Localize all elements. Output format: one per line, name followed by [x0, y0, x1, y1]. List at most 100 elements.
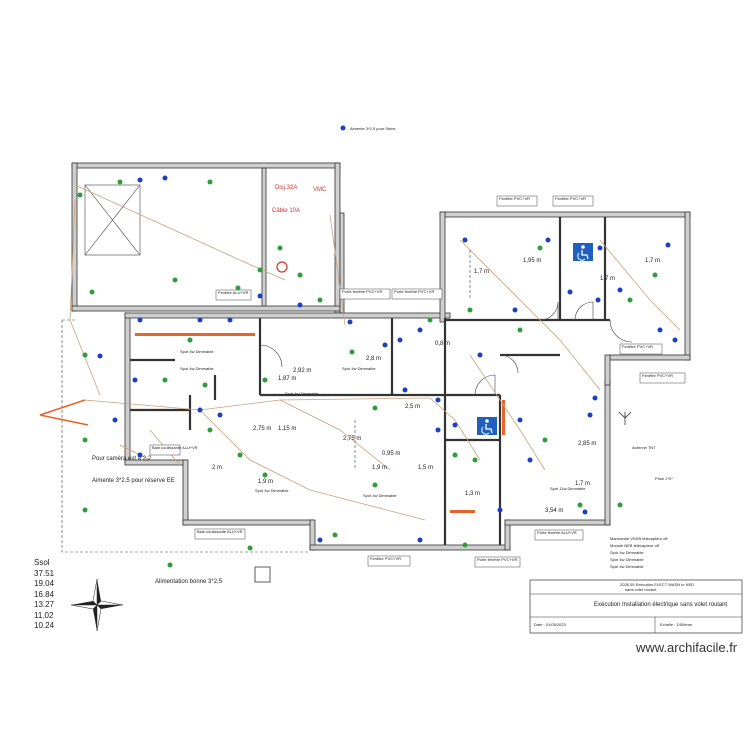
- breaker-symbol-icon: [276, 261, 288, 273]
- wire-11: [119, 444, 151, 461]
- title-line1: 2026 05 Exécution ELECT WASN to NSD: [620, 582, 694, 587]
- wire-12: [429, 397, 481, 461]
- aimente-ee-label: Aimente 3*2.5 pour réserve EE: [92, 478, 175, 484]
- svg-text:Fenêtre PVC+VR: Fenêtre PVC+VR: [642, 373, 673, 378]
- top-note: Aimente 3*2.5 pour Seine: [350, 126, 396, 131]
- wall-right-corner: [604, 354, 611, 386]
- wire-8: [469, 354, 546, 471]
- svg-text:Spot 4w Dimmable: Spot 4w Dimmable: [342, 366, 376, 371]
- svg-text:0,95 m: 0,95 m: [382, 451, 400, 457]
- wall-upper-right: [334, 162, 341, 314]
- svg-text:Fenêtre PVC+VR: Fenêtre PVC+VR: [370, 556, 401, 561]
- title-footer-right: Echelle : 1/50ème: [660, 622, 693, 627]
- level-table: Ssol 37.51 19.04 16.84 13.27 11.02 10.24: [34, 558, 54, 632]
- wall-living-left: [124, 312, 131, 464]
- svg-text:Porte fenêtre PVC+VR: Porte fenêtre PVC+VR: [477, 557, 517, 562]
- wall-top-left: [71, 162, 341, 169]
- svg-text:1,87 m: 1,87 m: [278, 376, 296, 382]
- watermark: www.archifacile.fr: [636, 640, 738, 655]
- door-arc-6: [499, 354, 519, 374]
- title-footer-left: Date : 01/05/2023: [534, 622, 567, 627]
- wall-living-top: [124, 312, 451, 319]
- level-value: 10.24: [34, 621, 55, 630]
- svg-text:2,75 m: 2,75 m: [253, 426, 271, 432]
- wall-right-left: [439, 211, 446, 323]
- svg-text:1,7 m: 1,7 m: [575, 481, 590, 487]
- wire-10: [329, 214, 346, 326]
- wire-9: [599, 239, 681, 331]
- door-arc-5: [259, 344, 283, 368]
- wall-bottom-left: [182, 519, 314, 526]
- spot-labels: Spot 4w Dimmable Spot 4w Dimmable Spot 4…: [180, 349, 586, 498]
- legend: Marmande VDKB télécapteur off Module NEB…: [610, 536, 668, 569]
- vmc-label: VMC: [313, 187, 327, 193]
- svg-text:1,7 m: 1,7 m: [474, 269, 489, 275]
- accent-strip-1: [135, 333, 255, 336]
- svg-text:1,7 m: 1,7 m: [645, 258, 660, 264]
- accent-strip-2: [450, 510, 475, 513]
- svg-text:2,8 m: 2,8 m: [366, 356, 381, 362]
- disj-label: Disj.32A: [275, 185, 297, 191]
- svg-text:Spot 11w Dimmable: Spot 11w Dimmable: [550, 486, 586, 491]
- svg-text:Porte fenêtre ALU+VR: Porte fenêtre ALU+VR: [537, 530, 577, 535]
- level-value: 19.04: [34, 579, 55, 588]
- svg-text:Spot 4w Dimmable: Spot 4w Dimmable: [255, 488, 289, 493]
- power-supply-label: Alimentation bonne 3*2,5: [155, 579, 223, 585]
- skylight: [84, 184, 141, 256]
- antenna-label: Antenne TNT: [632, 445, 656, 450]
- level-value: 37.51: [34, 568, 55, 578]
- svg-text:1,9 m: 1,9 m: [258, 479, 273, 485]
- svg-text:Spot 4w Dimmable: Spot 4w Dimmable: [363, 493, 397, 498]
- wall-right-east: [684, 211, 691, 361]
- svg-text:Spot 4w Dimmable: Spot 4w Dimmable: [610, 564, 644, 569]
- wheelchair-icon: [573, 243, 593, 261]
- svg-text:Baie coulissante ALU+VR: Baie coulissante ALU+VR: [197, 529, 243, 534]
- svg-text:Spot 4w Dimmable: Spot 4w Dimmable: [285, 391, 319, 396]
- level-value: 11.02: [34, 610, 54, 620]
- svg-text:Fenêtre PVC+VR: Fenêtre PVC+VR: [555, 196, 586, 201]
- svg-text:1,7 m: 1,7 m: [600, 276, 615, 282]
- svg-text:Porte fenêtre PVC+VR: Porte fenêtre PVC+VR: [394, 289, 434, 294]
- compass-rose-icon: [70, 578, 124, 632]
- wire-5: [279, 399, 391, 471]
- accent-strip-3: [502, 400, 505, 435]
- svg-text:2,5 m: 2,5 m: [405, 404, 420, 410]
- cable-label: Câble 10A: [272, 208, 300, 214]
- svg-text:Fenêtre PVC+VR: Fenêtre PVC+VR: [499, 196, 530, 201]
- wall-right-top: [439, 211, 691, 218]
- svg-text:Marmande VDKB télécapteur off: Marmande VDKB télécapteur off: [610, 536, 668, 541]
- camera-label: Pour caméra ext à 2,2: [92, 456, 152, 462]
- svg-text:2 m: 2 m: [212, 465, 222, 471]
- terrace-outline: [61, 320, 310, 553]
- outlet-label: Prise 2*0*: [655, 476, 673, 481]
- svg-text:1,15 m: 1,15 m: [278, 426, 296, 432]
- wall-bottom-right: [504, 519, 611, 526]
- svg-text:Porte fenêtre PVC+VR: Porte fenêtre PVC+VR: [342, 289, 382, 294]
- level-value: 16.84: [34, 589, 55, 599]
- dimensions: 1,7 m 1,95 m 1,7 m 1,87 m 2,92 m 2,8 m 2…: [212, 258, 660, 514]
- svg-text:1,5 m: 1,5 m: [418, 465, 433, 471]
- svg-text:0,8 m: 0,8 m: [435, 341, 450, 347]
- wire-2: [69, 199, 101, 396]
- wall-bottom: [309, 544, 511, 551]
- svg-text:2,85 m: 2,85 m: [578, 441, 596, 447]
- door-arc-2: [539, 301, 559, 321]
- svg-text:Spot 4w Dimmable: Spot 4w Dimmable: [610, 557, 644, 562]
- wall-right-bottom: [609, 354, 691, 361]
- svg-text:2,75 m: 2,75 m: [343, 436, 361, 442]
- svg-text:Baie coulissante ALU+VR: Baie coulissante ALU+VR: [152, 445, 198, 450]
- wire-4: [199, 409, 426, 521]
- svg-text:Fenêtre ALU+VR: Fenêtre ALU+VR: [218, 290, 248, 295]
- svg-text:3,54 m: 3,54 m: [545, 508, 563, 514]
- title-line2: sans volet roulant: [625, 587, 657, 592]
- wire-3: [84, 397, 431, 411]
- wall-step-vertical: [182, 459, 189, 526]
- title-block: 2026 05 Exécution ELECT WASN to NSD sans…: [529, 579, 743, 634]
- wire-1: [74, 184, 286, 281]
- level-table-title: Ssol: [34, 558, 50, 567]
- wall-right-lower: [604, 379, 611, 526]
- svg-text:Spot 4w Dimmable: Spot 4w Dimmable: [180, 366, 214, 371]
- level-value: 13.27: [34, 600, 55, 609]
- svg-text:Module NEB télécapteur off: Module NEB télécapteur off: [610, 543, 660, 548]
